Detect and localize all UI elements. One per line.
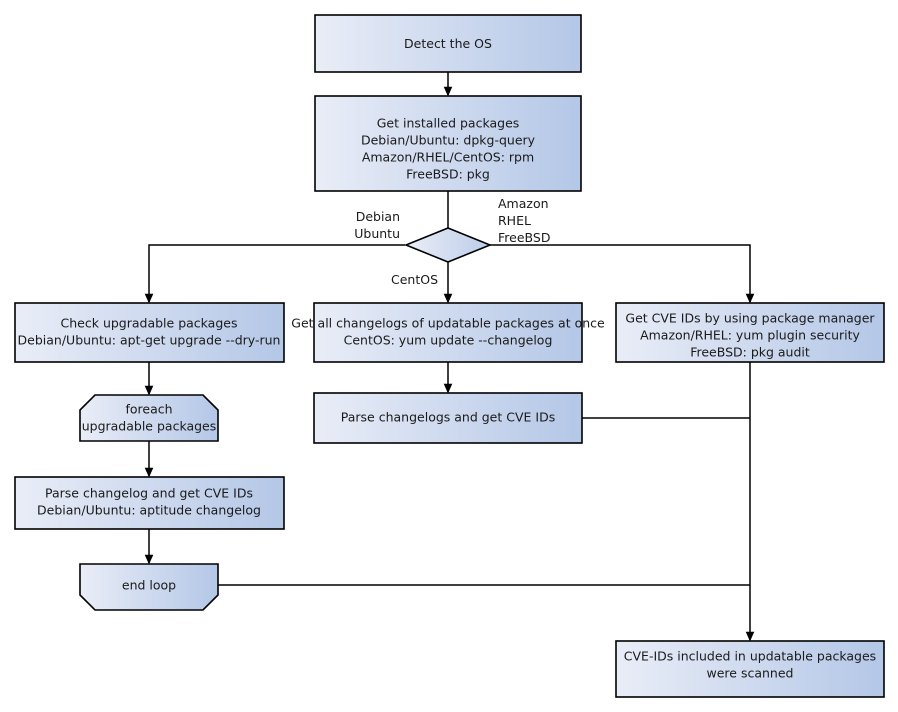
node-parse-changelog-debian-line-1: Debian/Ubuntu: aptitude changelog — [37, 503, 261, 518]
branch-label-amazon: Amazon RHEL FreeBSD — [498, 196, 550, 245]
node-scanned-result-line-1: were scanned — [707, 666, 794, 681]
node-get-all-changelogs[interactable]: Get all changelogs of updatable packages… — [291, 302, 605, 363]
node-get-installed-packages-line-3: FreeBSD: pkg — [406, 167, 490, 182]
node-get-all-changelogs-line-0: Get all changelogs of updatable packages… — [291, 316, 605, 331]
branch-label-centos-line-0: CentOS — [391, 272, 438, 287]
node-scanned-result-line-0: CVE-IDs included in updatable packages — [624, 649, 876, 664]
node-foreach-loop-line-0: foreach — [125, 402, 172, 417]
node-parse-changelog-debian[interactable]: Parse changelog and get CVE IDs Debian/U… — [14, 476, 285, 530]
node-scanned-result[interactable]: CVE-IDs included in updatable packages w… — [615, 640, 885, 698]
node-get-cve-ids-pkg-manager[interactable]: Get CVE IDs by using package manager Ama… — [615, 302, 885, 363]
node-foreach-loop-line-1: upgradable packages — [82, 419, 217, 434]
node-foreach-loop[interactable]: foreach upgradable packages — [79, 394, 219, 442]
node-parse-changelogs-centos[interactable]: Parse changelogs and get CVE IDs — [313, 392, 583, 444]
branch-label-amazon-line-1: RHEL — [498, 213, 531, 228]
node-check-upgradable-line-0: Check upgradable packages — [61, 316, 238, 331]
node-get-installed-packages-line-1: Debian/Ubuntu: dpkg-query — [361, 133, 536, 148]
node-get-cve-ids-pkg-manager-line-1: Amazon/RHEL: yum plugin security — [640, 328, 860, 343]
branch-label-amazon-line-2: FreeBSD — [498, 230, 550, 245]
node-get-all-changelogs-line-1: CentOS: yum update --changelog — [344, 333, 553, 348]
node-detect-os[interactable]: Detect the OS — [314, 14, 582, 73]
node-parse-changelog-debian-line-0: Parse changelog and get CVE IDs — [45, 486, 253, 501]
edge-decision-to-check-upgradable — [144, 244, 405, 304]
node-end-loop[interactable]: end loop — [79, 563, 219, 611]
edge-decision-to-cve-pkgmanager — [490, 244, 755, 304]
node-os-decision[interactable] — [403, 227, 493, 263]
node-end-loop-line-0: end loop — [122, 578, 176, 593]
node-check-upgradable[interactable]: Check upgradable packages Debian/Ubuntu:… — [14, 302, 285, 363]
branch-label-debian-line-1: Ubuntu — [354, 226, 400, 241]
branch-label-amazon-line-0: Amazon — [498, 196, 549, 211]
node-get-cve-ids-pkg-manager-line-2: FreeBSD: pkg audit — [690, 345, 810, 360]
node-get-installed-packages[interactable]: Get installed packages Debian/Ubuntu: dp… — [314, 95, 582, 192]
branch-label-debian: Debian Ubuntu — [354, 209, 400, 241]
branch-label-centos: CentOS — [391, 272, 438, 287]
edges-group — [144, 72, 755, 642]
branch-label-debian-line-0: Debian — [356, 209, 400, 224]
node-get-installed-packages-line-2: Amazon/RHEL/CentOS: rpm — [362, 150, 534, 165]
node-get-cve-ids-pkg-manager-line-0: Get CVE IDs by using package manager — [625, 311, 875, 326]
node-detect-os-line-0: Detect the OS — [404, 36, 492, 51]
node-get-installed-packages-line-0: Get installed packages — [377, 116, 520, 131]
node-parse-changelogs-centos-line-0: Parse changelogs and get CVE IDs — [341, 410, 555, 425]
node-check-upgradable-line-1: Debian/Ubuntu: apt-get upgrade --dry-run — [18, 333, 281, 348]
